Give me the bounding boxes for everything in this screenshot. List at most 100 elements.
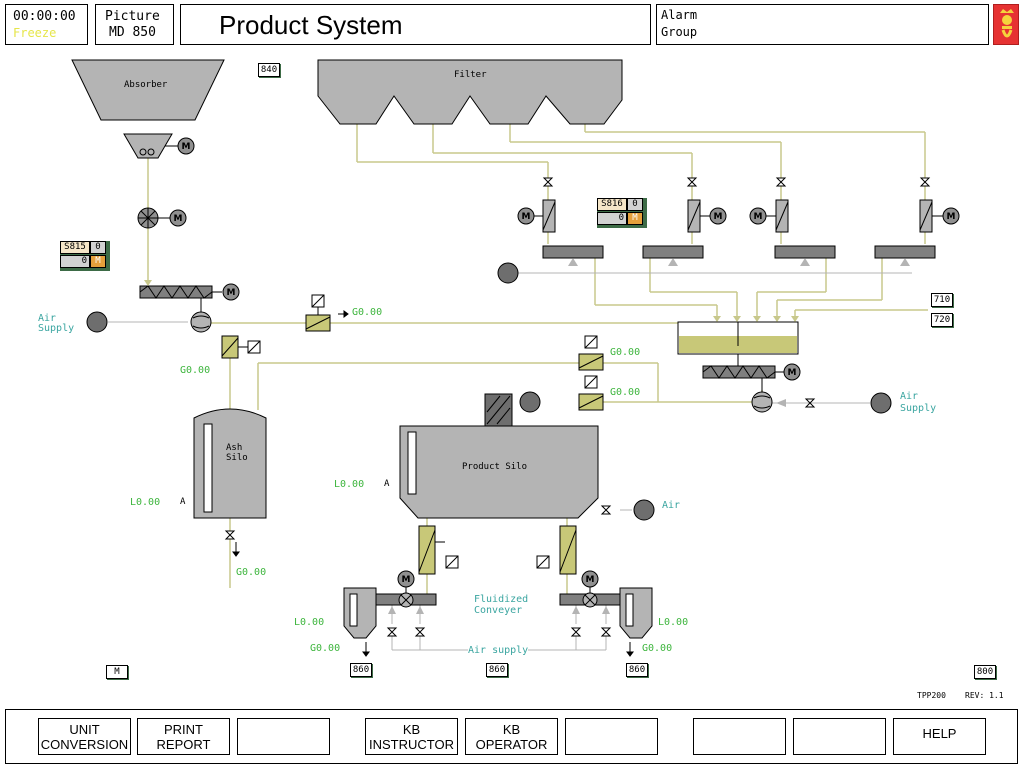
motor-icon xyxy=(783,363,801,381)
air-supply-right-1: Air xyxy=(900,391,919,402)
product-silo-label: Product Silo xyxy=(462,462,528,472)
air-arrows xyxy=(568,258,910,407)
motor-icon xyxy=(169,209,187,227)
controller-s816[interactable]: S816 0 0 M xyxy=(597,198,647,228)
picture-id-box[interactable]: Picture MD 850 xyxy=(95,4,174,45)
motor-icon xyxy=(581,570,599,588)
controller-s816-v2: 0 xyxy=(597,212,627,225)
link-800[interactable]: 800 xyxy=(974,665,996,679)
air-supply-left-2: Supply xyxy=(38,323,75,334)
value-g-left: G0.00 xyxy=(180,365,211,376)
value-g-mid1: G0.00 xyxy=(610,347,641,358)
clock-text: 00:00:00 xyxy=(13,9,76,24)
motor-icon xyxy=(177,137,195,155)
svg-text:M: M xyxy=(174,214,183,224)
valves xyxy=(542,177,931,187)
group-label: Group xyxy=(661,25,698,39)
valve-icon xyxy=(600,505,612,515)
function-key-3[interactable] xyxy=(237,718,330,755)
function-key-6[interactable] xyxy=(565,718,658,755)
svg-text:M: M xyxy=(522,212,531,222)
alarm-label: Alarm xyxy=(661,8,698,22)
controller-s815-v1: 0 xyxy=(90,241,106,254)
value-g-right-bottom: G0.00 xyxy=(642,643,673,654)
motor-icon xyxy=(397,570,415,588)
svg-text:M: M xyxy=(788,368,797,378)
air-supply-bottom: Air supply xyxy=(468,645,529,656)
fan-icon xyxy=(86,311,108,333)
ash-silo-label-1: Ash xyxy=(226,443,243,453)
help-button[interactable]: HELP xyxy=(893,718,986,755)
link-710[interactable]: 710 xyxy=(931,293,953,307)
link-840[interactable]: 840 xyxy=(258,63,280,77)
air-arrows xyxy=(388,606,610,614)
controller-s815-name: S815 xyxy=(60,241,90,254)
filter-body xyxy=(317,59,623,125)
svg-text:M: M xyxy=(227,288,236,298)
absorber-hopper xyxy=(71,59,225,121)
title-box: Product System xyxy=(180,4,651,45)
freeze-indicator: Freeze xyxy=(13,26,57,40)
fan-icon xyxy=(497,262,519,284)
page-title: Product System xyxy=(219,10,403,40)
value-g-ash-out: G0.00 xyxy=(236,567,267,578)
manual-button[interactable]: M xyxy=(106,665,128,679)
svg-text:M: M xyxy=(947,212,956,222)
picture-id: MD 850 xyxy=(109,25,156,40)
controller-s815-v2: 0 xyxy=(60,255,90,268)
air-supply-right-2: Supply xyxy=(900,403,937,414)
value-g-top: G0.00 xyxy=(352,307,383,318)
clock-box: 00:00:00 Freeze xyxy=(5,4,88,45)
value-l-left-bottom: L0.00 xyxy=(294,617,325,628)
company-logo xyxy=(993,4,1019,45)
valve-icon xyxy=(804,398,816,408)
controller-s815[interactable]: S815 0 0 M xyxy=(60,241,110,271)
air-lock-icon xyxy=(190,311,212,333)
air-supply-left-1: Air xyxy=(38,313,57,324)
value-l-ash: L0.00 xyxy=(130,497,161,508)
svg-text:M: M xyxy=(714,212,723,222)
svg-text:M: M xyxy=(402,575,411,585)
valves xyxy=(386,627,612,637)
alarm-group-box[interactable]: Alarm Group xyxy=(656,4,989,45)
ash-silo-mode: A xyxy=(180,497,186,507)
transfer-vessel xyxy=(619,587,653,639)
svg-text:M: M xyxy=(754,212,763,222)
value-l-right-bottom: L0.00 xyxy=(658,617,689,628)
value-g-mid2: G0.00 xyxy=(610,387,641,398)
svg-text:M: M xyxy=(182,142,191,152)
absorber-label: Absorber xyxy=(124,80,168,90)
fluidized-label-1: Fluidized xyxy=(474,594,529,605)
function-key-7[interactable] xyxy=(693,718,786,755)
picture-label: Picture xyxy=(105,9,160,24)
filter-label: Filter xyxy=(454,70,487,80)
transfer-vessel xyxy=(343,587,377,639)
value-l-product: L0.00 xyxy=(334,479,365,490)
valve-icon xyxy=(224,530,236,540)
pipes xyxy=(147,118,928,598)
function-key-bar xyxy=(5,709,1018,764)
fan-icon xyxy=(870,392,892,414)
filter-conveyors xyxy=(542,245,936,259)
svg-text:M: M xyxy=(586,575,595,585)
picture-code: TPP200 xyxy=(917,691,946,700)
ash-silo-label-2: Silo xyxy=(226,453,248,463)
air-label: Air xyxy=(662,500,681,511)
link-720[interactable]: 720 xyxy=(931,313,953,327)
crown-icon xyxy=(1000,9,1014,38)
function-key-8[interactable] xyxy=(793,718,886,755)
rotary-feeder xyxy=(123,133,173,159)
link-860-mid[interactable]: 860 xyxy=(486,663,508,677)
link-860-left[interactable]: 860 xyxy=(350,663,372,677)
controller-s816-mode: M xyxy=(627,212,643,225)
fan-icon xyxy=(519,391,541,413)
product-silo-mode: A xyxy=(384,479,390,489)
link-860-right[interactable]: 860 xyxy=(626,663,648,677)
revision: REV: 1.1 xyxy=(965,691,1004,700)
rotary-valves xyxy=(542,199,933,233)
value-g-left-bottom: G0.00 xyxy=(310,643,341,654)
